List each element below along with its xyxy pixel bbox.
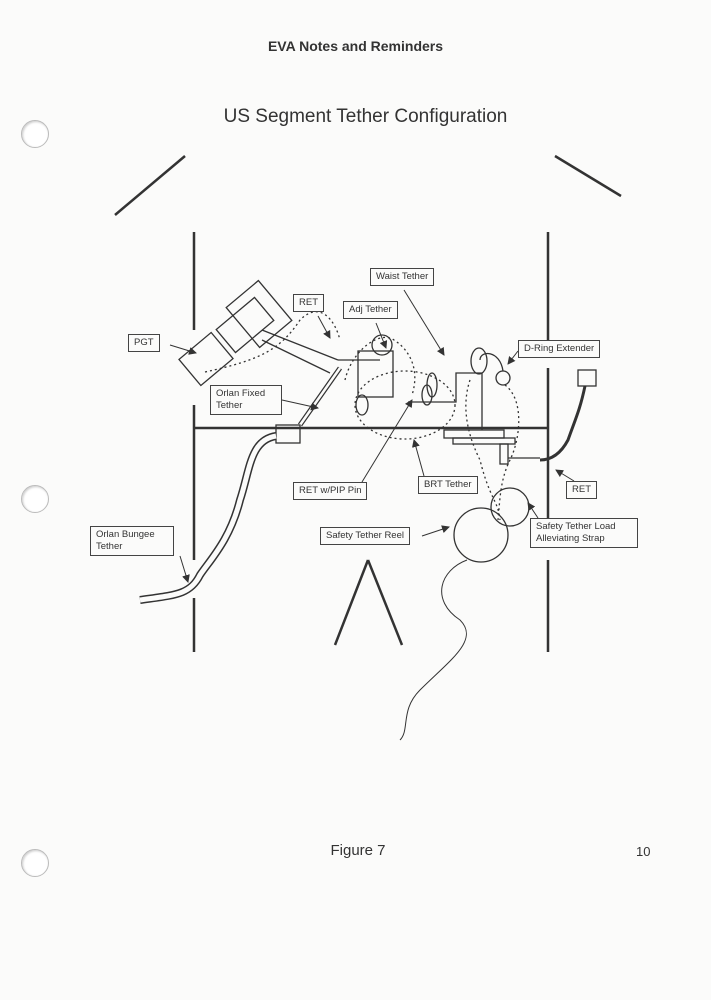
- punch-hole: [21, 485, 49, 513]
- label-adj-tether: Adj Tether: [343, 301, 398, 319]
- label-safety-tether-reel: Safety Tether Reel: [320, 527, 410, 545]
- document-header: EVA Notes and Reminders: [267, 38, 444, 54]
- figure-title: US Segment Tether Configuration: [223, 106, 508, 127]
- pgt-device: [178, 279, 293, 387]
- label-d-ring-extender: D-Ring Extender: [518, 340, 601, 358]
- leader-arrows: [169, 289, 575, 583]
- label-pgt: PGT: [128, 334, 160, 352]
- label-safety-tether-strap: Safety Tether Load Alleviating Strap: [530, 518, 638, 548]
- label-orlan-bungee-tether: Orlan Bungee Tether: [90, 526, 174, 556]
- label-ret-pip-pin: RET w/PIP Pin: [293, 482, 368, 500]
- label-ret-right: RET: [566, 481, 597, 499]
- structure-lines: [114, 154, 622, 652]
- label-brt-tether: BRT Tether: [418, 476, 478, 494]
- label-ret-top: RET: [293, 294, 324, 312]
- punch-hole: [21, 849, 49, 877]
- page-number: 10: [636, 844, 651, 859]
- punch-hole: [21, 120, 49, 148]
- figure-caption: Figure 7: [330, 842, 386, 859]
- label-orlan-fixed-tether: Orlan Fixed Tether: [210, 385, 282, 415]
- label-waist-tether: Waist Tether: [370, 268, 435, 286]
